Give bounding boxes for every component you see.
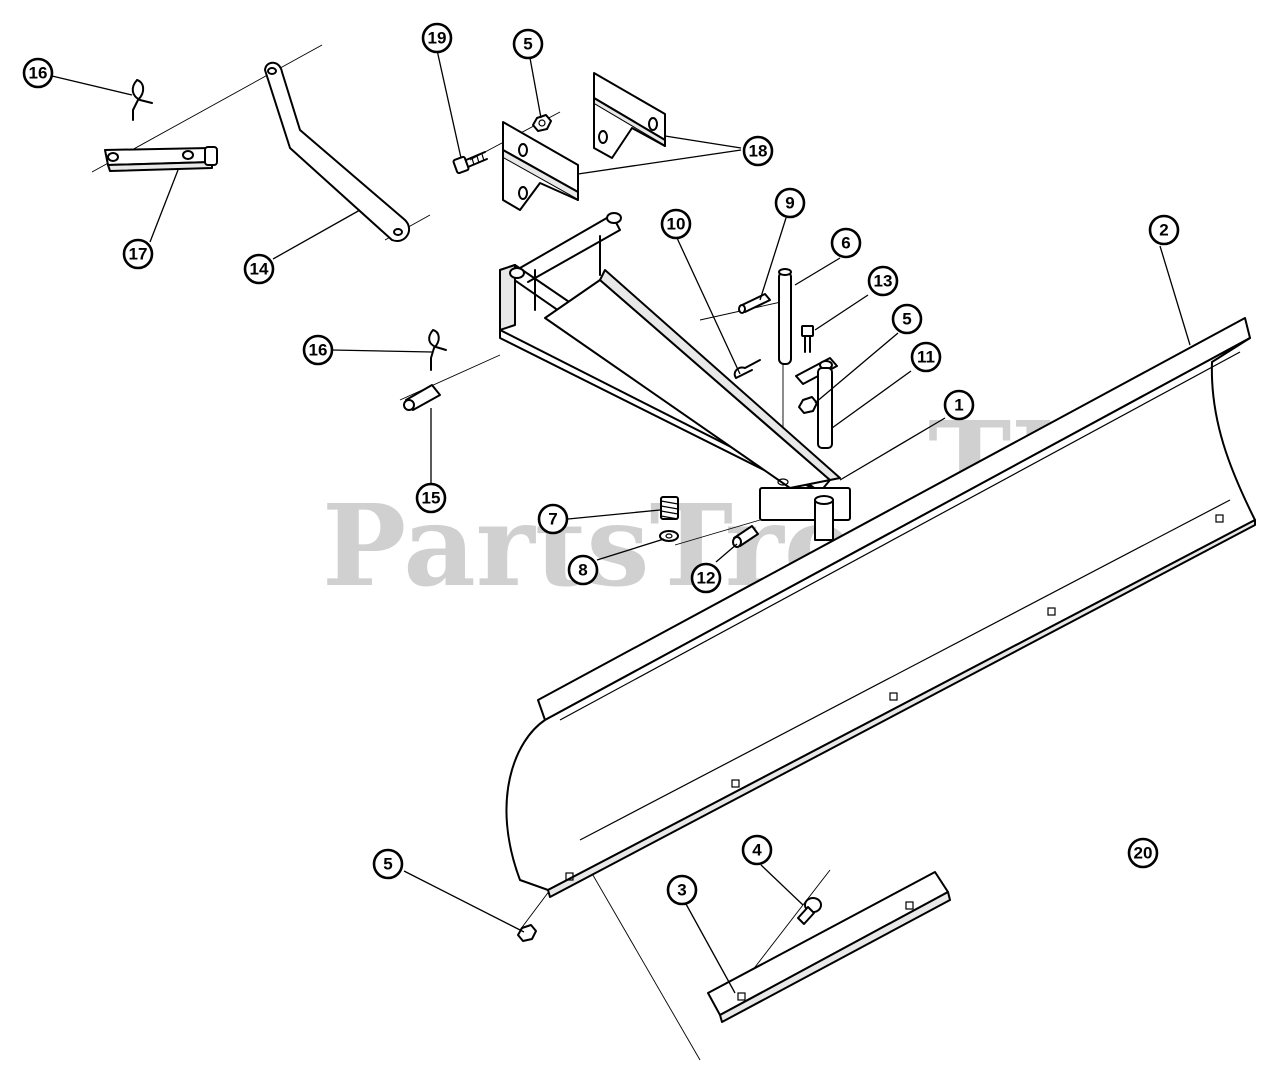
part-5-nut-bottom — [517, 924, 537, 942]
callout-18[interactable]: 18 — [742, 135, 774, 167]
part-11-bracket-pin — [795, 357, 838, 449]
callout-5[interactable]: 5 — [372, 848, 404, 880]
part-4-bolt — [797, 897, 822, 925]
part-15-pin — [403, 384, 441, 411]
part-10-cotter — [733, 359, 761, 379]
svg-text:5: 5 — [902, 310, 911, 329]
part-2-blade — [505, 317, 1256, 898]
part-16-hairpin-mid — [428, 329, 447, 371]
callout-6[interactable]: 6 — [830, 227, 862, 259]
svg-text:17: 17 — [129, 245, 148, 264]
callout-14[interactable]: 14 — [243, 253, 275, 285]
callout-16[interactable]: 16 — [22, 57, 54, 89]
callout-5[interactable]: 5 — [512, 28, 544, 60]
svg-text:13: 13 — [874, 272, 893, 291]
svg-text:12: 12 — [697, 569, 716, 588]
callout-8[interactable]: 8 — [567, 554, 599, 586]
svg-text:2: 2 — [1159, 221, 1168, 240]
part-9-pin — [738, 293, 771, 314]
part-14-lift-link — [264, 61, 411, 242]
part-5-nut-mid — [798, 396, 818, 414]
part-1-a-frame — [499, 212, 851, 541]
svg-text:1: 1 — [954, 396, 963, 415]
callout-7[interactable]: 7 — [537, 503, 569, 535]
part-5-nut-top — [532, 114, 552, 132]
callout-10[interactable]: 10 — [660, 208, 692, 240]
callout-16[interactable]: 16 — [302, 334, 334, 366]
part-8-washer — [659, 530, 679, 542]
svg-text:6: 6 — [841, 234, 850, 253]
callout-5[interactable]: 5 — [891, 303, 923, 335]
part-3-cutting-edge — [707, 871, 951, 1023]
svg-text:20: 20 — [1134, 844, 1153, 863]
callout-9[interactable]: 9 — [774, 187, 806, 219]
callout-2[interactable]: 2 — [1148, 214, 1180, 246]
callout-19[interactable]: 19 — [421, 22, 453, 54]
svg-text:19: 19 — [428, 29, 447, 48]
svg-text:3: 3 — [677, 881, 686, 900]
callout-11[interactable]: 11 — [910, 341, 942, 373]
part-7-spring — [660, 496, 679, 520]
callout-3[interactable]: 3 — [666, 874, 698, 906]
svg-text:9: 9 — [785, 194, 794, 213]
part-19-bolt — [452, 151, 488, 175]
part-6-pin — [778, 268, 792, 365]
svg-text:14: 14 — [250, 260, 269, 279]
callout-17[interactable]: 17 — [122, 238, 154, 270]
svg-text:4: 4 — [752, 841, 762, 860]
part-16-hairpin-top — [131, 79, 153, 121]
svg-text:5: 5 — [523, 35, 532, 54]
svg-text:7: 7 — [548, 510, 557, 529]
part-17-bar — [104, 146, 218, 172]
svg-text:11: 11 — [917, 348, 935, 367]
callout-15[interactable]: 15 — [415, 482, 447, 514]
callout-1[interactable]: 1 — [943, 389, 975, 421]
svg-text:16: 16 — [309, 341, 328, 360]
callout-12[interactable]: 12 — [690, 562, 722, 594]
part-13-bolt — [801, 325, 814, 353]
callout-4[interactable]: 4 — [741, 834, 773, 866]
part-12-fitting — [732, 525, 759, 548]
svg-text:16: 16 — [29, 64, 48, 83]
svg-text:15: 15 — [422, 489, 441, 508]
svg-text:8: 8 — [578, 561, 587, 580]
leader-lines — [51, 49, 1191, 994]
part-18-plates — [502, 72, 666, 211]
svg-text:18: 18 — [749, 142, 768, 161]
callout-13[interactable]: 13 — [867, 265, 899, 297]
svg-text:10: 10 — [667, 215, 686, 234]
callout-20[interactable]: 20 — [1127, 837, 1159, 869]
svg-text:5: 5 — [383, 855, 392, 874]
